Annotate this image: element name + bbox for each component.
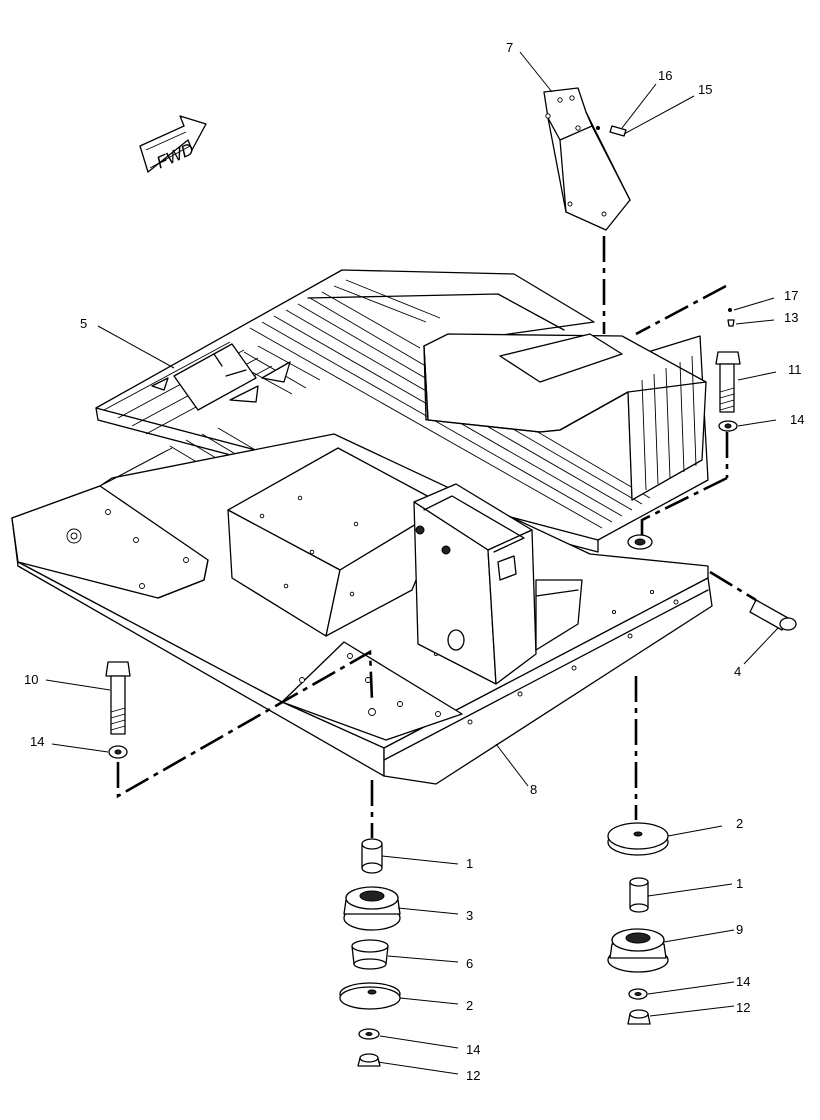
callout-14: 14 xyxy=(466,1042,480,1057)
bolt-11 xyxy=(715,308,741,432)
callout-15: 15 xyxy=(698,82,712,97)
callout-12: 12 xyxy=(466,1068,480,1083)
left-mount-stack xyxy=(339,838,401,1067)
callout-14: 14 xyxy=(790,412,804,427)
callout-17: 17 xyxy=(784,288,798,303)
pivot-pin xyxy=(749,599,797,631)
callout-8: 8 xyxy=(530,782,537,797)
callout-3: 3 xyxy=(466,908,473,923)
bolt-10 xyxy=(105,661,131,759)
callout-5: 5 xyxy=(80,316,87,331)
callout-14: 14 xyxy=(736,974,750,989)
callout-4: 4 xyxy=(734,664,741,679)
callout-1: 1 xyxy=(736,876,743,891)
callout-11: 11 xyxy=(788,362,802,377)
seat-pedestal xyxy=(423,333,707,501)
callout-16: 16 xyxy=(658,68,672,83)
right-mount-stack xyxy=(607,822,669,1025)
small-screw xyxy=(596,125,627,137)
callout-9: 9 xyxy=(736,922,743,937)
callout-6: 6 xyxy=(466,956,473,971)
callout-10: 10 xyxy=(24,672,38,687)
callout-13: 13 xyxy=(784,310,798,325)
callout-1: 1 xyxy=(466,856,473,871)
callout-7: 7 xyxy=(506,40,513,55)
callout-14: 14 xyxy=(30,734,44,749)
seat-bracket xyxy=(543,87,631,231)
callout-2: 2 xyxy=(736,816,743,831)
fwd-arrow: FWD xyxy=(139,115,207,173)
callout-2: 2 xyxy=(466,998,473,1013)
callout-labels: 7 16 15 5 17 13 11 14 4 10 14 8 2 1 1 3 … xyxy=(24,40,804,1083)
callout-12: 12 xyxy=(736,1000,750,1015)
leader-lines xyxy=(45,51,779,1075)
control-box xyxy=(413,483,583,685)
